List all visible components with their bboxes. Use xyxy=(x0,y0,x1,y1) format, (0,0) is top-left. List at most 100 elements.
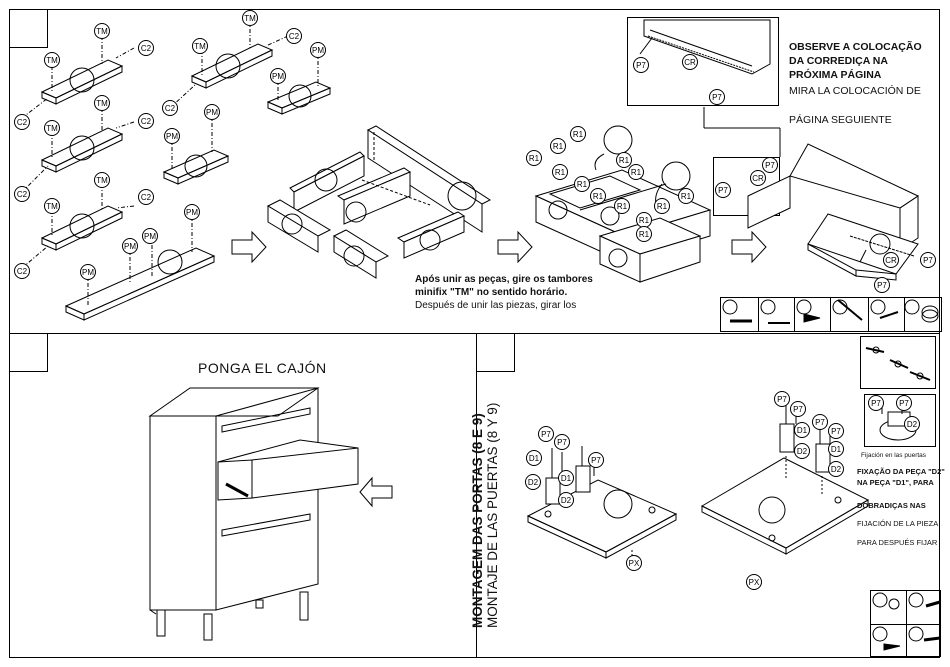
step1-note-pt-line1: Após unir as peças, gire os tambores xyxy=(415,274,593,285)
part-tag-label: R1 xyxy=(617,202,628,211)
cabinet-assembly-exploded xyxy=(266,125,492,279)
step3-title-block: MONTAGEM DAS PORTAS (8 E 9) MONTAJE DE L… xyxy=(470,403,500,628)
part-tag-pm: PM xyxy=(184,204,200,220)
part-tag-p7: P7 xyxy=(709,89,725,105)
part-tag-tm: TM xyxy=(94,95,110,111)
part-tag-c2: C2 xyxy=(14,114,30,130)
part-tag-p7: P7 xyxy=(554,434,570,450)
part-tag-label: P7 xyxy=(557,438,567,447)
part-tag-d1: D1 xyxy=(558,470,574,486)
part-tag-label: R1 xyxy=(553,142,564,151)
part-tag-cr: CR xyxy=(682,54,698,70)
observe-box xyxy=(627,17,781,157)
part-tag-label: P7 xyxy=(877,281,887,290)
part-tag-r1: R1 xyxy=(628,164,644,180)
part-tag-r1: R1 xyxy=(570,126,586,142)
part-tag-p7: P7 xyxy=(715,182,731,198)
part-tag-p7: P7 xyxy=(874,277,890,293)
part-tag-pm: PM xyxy=(164,128,180,144)
part-tag-r1: R1 xyxy=(614,198,630,214)
part-tag-c2: C2 xyxy=(14,186,30,202)
observe-line-4: MIRA LA COLOCACIÓN DE xyxy=(789,85,921,97)
part-tag-label: PM xyxy=(272,72,284,81)
part-tag-r1: R1 xyxy=(550,138,566,154)
part-tag-label: R1 xyxy=(593,192,604,201)
part-tag-pm: PM xyxy=(270,68,286,84)
part-tag-label: R1 xyxy=(529,154,540,163)
step3-note-5: PARA DESPUÉS FIJAR xyxy=(857,538,938,547)
part-tag-r1: R1 xyxy=(636,226,652,242)
panel-part-b1 xyxy=(190,43,274,89)
part-tag-label: P7 xyxy=(765,161,775,170)
part-tag-tm: TM xyxy=(94,172,110,188)
part-tag-label: R1 xyxy=(657,202,668,211)
fitting-guide-lines xyxy=(21,20,319,306)
door-right-hinges xyxy=(700,404,870,555)
part-tag-tm: TM xyxy=(44,198,60,214)
part-tag-p7: P7 xyxy=(868,395,884,411)
part-tag-r1: R1 xyxy=(654,198,670,214)
part-tag-px: PX xyxy=(626,555,642,571)
step-arrow-2 xyxy=(497,230,533,264)
part-tag-p7: P7 xyxy=(588,452,604,468)
part-tag-label: TM xyxy=(244,14,256,23)
part-tag-label: PM xyxy=(144,232,156,241)
step-number-box-2 xyxy=(9,333,48,372)
observe-line-2: DA CORREDIÇA NA xyxy=(789,55,888,67)
part-tag-label: D2 xyxy=(528,478,539,487)
part-tag-p7: P7 xyxy=(920,252,936,268)
step-arrow-3 xyxy=(731,230,767,264)
part-tag-tm: TM xyxy=(94,23,110,39)
part-tag-label: C2 xyxy=(141,193,152,202)
part-tag-p7: P7 xyxy=(828,423,844,439)
observe-line-5: PÁGINA SEGUIENTE xyxy=(789,114,892,126)
part-tag-r1: R1 xyxy=(552,164,568,180)
part-tag-label: CR xyxy=(752,174,764,183)
part-tag-label: C2 xyxy=(17,190,28,199)
part-tag-pm: PM xyxy=(80,264,96,280)
part-tag-label: PM xyxy=(166,132,178,141)
step3-title-pt: MONTAGEM DAS PORTAS (8 E 9) xyxy=(470,413,485,628)
part-tag-label: P7 xyxy=(591,456,601,465)
step1-note-es: Después de unir las piezas, girar los xyxy=(415,300,577,311)
panel-part-b2 xyxy=(266,81,332,115)
step3-note-1: FIXAÇÃO DA PEÇA "D2" xyxy=(857,467,945,476)
part-tag-pm: PM xyxy=(310,42,326,58)
part-tag-p7: P7 xyxy=(896,395,912,411)
part-tag-tm: TM xyxy=(44,52,60,68)
part-tag-d1: D1 xyxy=(794,422,810,438)
part-tag-label: TM xyxy=(46,124,58,133)
part-tag-d2: D2 xyxy=(558,492,574,508)
part-tag-label: C2 xyxy=(17,118,28,127)
part-tag-r1: R1 xyxy=(526,150,542,166)
part-tag-label: P7 xyxy=(923,256,933,265)
part-tags: TMTMC2C2TMTMC2C2TMTMC2C2TMTMC2C2PMPMPMPM… xyxy=(14,10,936,590)
panel-part-a2 xyxy=(40,127,124,173)
cabinet-insert-drawer xyxy=(148,387,393,641)
part-tag-label: CR xyxy=(885,256,897,265)
step3-note-2: NA PEÇA "D1", PARA xyxy=(857,478,934,487)
hinges-icon-box xyxy=(860,336,936,389)
part-tag-label: P7 xyxy=(541,430,551,439)
part-tag-label: P7 xyxy=(718,186,728,195)
part-tag-label: R1 xyxy=(631,168,642,177)
part-tag-label: TM xyxy=(46,56,58,65)
part-tag-pm: PM xyxy=(204,104,220,120)
part-tag-c2: C2 xyxy=(286,28,302,44)
part-tag-label: D2 xyxy=(797,447,808,456)
part-tag-label: D2 xyxy=(561,496,572,505)
part-tag-label: TM xyxy=(96,176,108,185)
part-tag-p7: P7 xyxy=(812,414,828,430)
part-tag-label: P7 xyxy=(777,395,787,404)
inset-caption: Fijación en las puertas xyxy=(861,452,927,459)
part-tag-label: P7 xyxy=(871,399,881,408)
hinge-detail-box xyxy=(864,394,936,447)
observe-line-3: PRÓXIMA PÁGINA xyxy=(789,69,882,81)
part-tag-p7: P7 xyxy=(762,157,778,173)
step-arrow-1 xyxy=(231,230,267,264)
part-tag-label: R1 xyxy=(573,130,584,139)
part-tag-label: TM xyxy=(96,27,108,36)
part-tag-label: PM xyxy=(206,108,218,117)
part-tag-d2: D2 xyxy=(904,416,920,432)
